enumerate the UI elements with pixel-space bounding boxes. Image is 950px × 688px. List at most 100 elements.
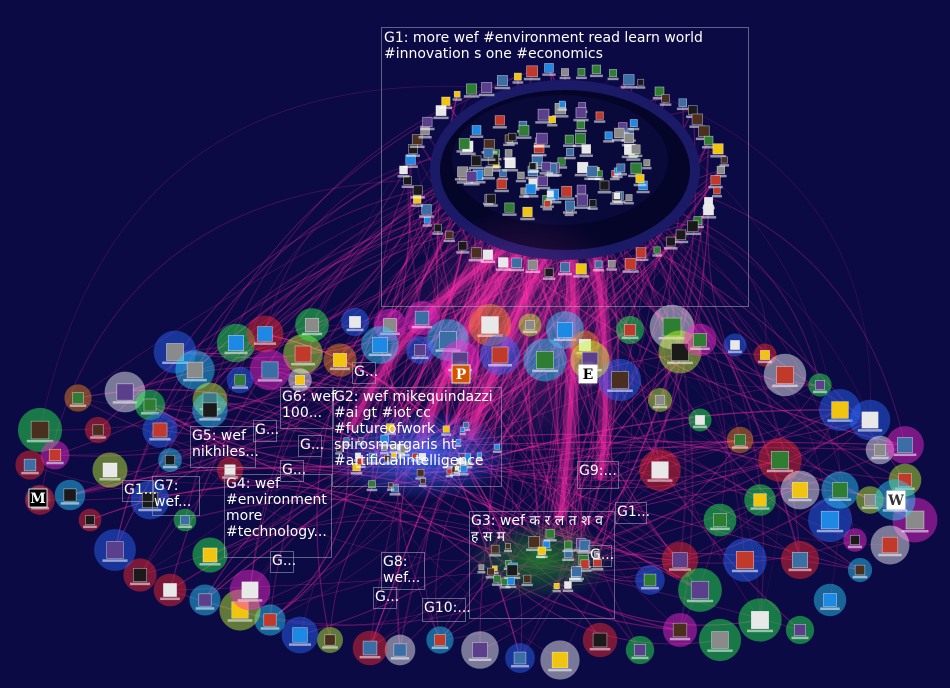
node[interactable]	[419, 204, 434, 218]
node[interactable]	[607, 69, 619, 81]
node[interactable]	[808, 373, 832, 397]
node[interactable]	[452, 90, 462, 101]
node[interactable]	[744, 484, 776, 516]
node[interactable]	[624, 194, 634, 205]
node[interactable]	[598, 358, 642, 402]
node[interactable]	[612, 192, 622, 203]
node[interactable]	[642, 159, 652, 170]
node[interactable]	[547, 115, 558, 127]
node[interactable]	[463, 83, 480, 98]
logo-node-w[interactable]: W	[882, 486, 910, 514]
node[interactable]	[367, 452, 379, 465]
node[interactable]	[477, 564, 486, 574]
node[interactable]	[593, 260, 604, 272]
logo-node-e[interactable]: E	[574, 360, 602, 388]
node[interactable]	[652, 86, 667, 100]
node[interactable]	[505, 577, 517, 589]
node[interactable]	[684, 220, 701, 236]
node[interactable]	[523, 65, 541, 81]
node[interactable]	[621, 133, 637, 147]
node[interactable]	[652, 246, 662, 257]
node[interactable]	[64, 384, 92, 412]
node[interactable]	[555, 157, 568, 169]
node[interactable]	[123, 558, 157, 592]
node[interactable]	[142, 412, 178, 448]
node[interactable]	[454, 438, 462, 447]
node[interactable]	[189, 584, 221, 616]
node[interactable]	[723, 333, 747, 357]
node[interactable]	[648, 388, 672, 412]
node[interactable]	[481, 147, 496, 161]
logo-node-m[interactable]: M	[24, 484, 52, 512]
node[interactable]	[546, 311, 584, 349]
node[interactable]	[54, 479, 86, 511]
node[interactable]	[456, 138, 473, 153]
node[interactable]	[649, 304, 695, 350]
node[interactable]	[578, 559, 592, 572]
node[interactable]	[104, 371, 146, 413]
node[interactable]	[688, 408, 712, 432]
node[interactable]	[283, 334, 323, 374]
node[interactable]	[520, 206, 535, 221]
node[interactable]	[606, 259, 618, 271]
node[interactable]	[719, 156, 729, 167]
node[interactable]	[383, 455, 392, 465]
node[interactable]	[254, 604, 286, 636]
node[interactable]	[84, 416, 112, 444]
node[interactable]	[584, 165, 600, 181]
node[interactable]	[175, 350, 215, 390]
node[interactable]	[92, 452, 128, 488]
node[interactable]	[542, 200, 553, 211]
node[interactable]	[226, 366, 254, 394]
node[interactable]	[563, 134, 576, 147]
node[interactable]	[559, 68, 571, 80]
node[interactable]	[389, 444, 398, 454]
node[interactable]	[664, 236, 678, 250]
node[interactable]	[589, 64, 603, 78]
node[interactable]	[463, 171, 480, 186]
node[interactable]	[494, 75, 511, 90]
node[interactable]	[361, 326, 399, 364]
node[interactable]	[485, 567, 497, 579]
node[interactable]	[503, 149, 514, 160]
node[interactable]	[352, 630, 388, 666]
node[interactable]	[439, 96, 453, 109]
node[interactable]	[676, 98, 689, 111]
node[interactable]	[426, 626, 454, 654]
node[interactable]	[462, 421, 471, 432]
node[interactable]	[886, 426, 924, 464]
node[interactable]	[373, 308, 407, 342]
node[interactable]	[78, 508, 102, 532]
node[interactable]	[562, 581, 574, 593]
node[interactable]	[753, 343, 777, 367]
node[interactable]	[582, 622, 618, 658]
node[interactable]	[673, 229, 689, 244]
node[interactable]	[357, 437, 365, 446]
node[interactable]	[15, 450, 45, 480]
node[interactable]	[335, 446, 343, 455]
node[interactable]	[710, 143, 726, 158]
node[interactable]	[521, 574, 533, 587]
node[interactable]	[780, 540, 820, 580]
node[interactable]	[849, 399, 891, 441]
node[interactable]	[153, 573, 187, 607]
node[interactable]	[418, 478, 427, 488]
node[interactable]	[564, 148, 576, 160]
node[interactable]	[495, 257, 511, 271]
node[interactable]	[558, 262, 572, 276]
node[interactable]	[700, 204, 717, 219]
node[interactable]	[527, 162, 538, 173]
node[interactable]	[758, 438, 802, 482]
node[interactable]	[502, 202, 517, 216]
node[interactable]	[633, 247, 649, 262]
node[interactable]	[288, 368, 312, 392]
node[interactable]	[628, 119, 640, 131]
node[interactable]	[678, 568, 722, 612]
node[interactable]	[480, 335, 520, 375]
node[interactable]	[592, 551, 601, 560]
node[interactable]	[533, 132, 551, 148]
node[interactable]	[420, 116, 435, 131]
node[interactable]	[695, 125, 712, 141]
node[interactable]	[427, 319, 469, 361]
node[interactable]	[689, 113, 706, 128]
